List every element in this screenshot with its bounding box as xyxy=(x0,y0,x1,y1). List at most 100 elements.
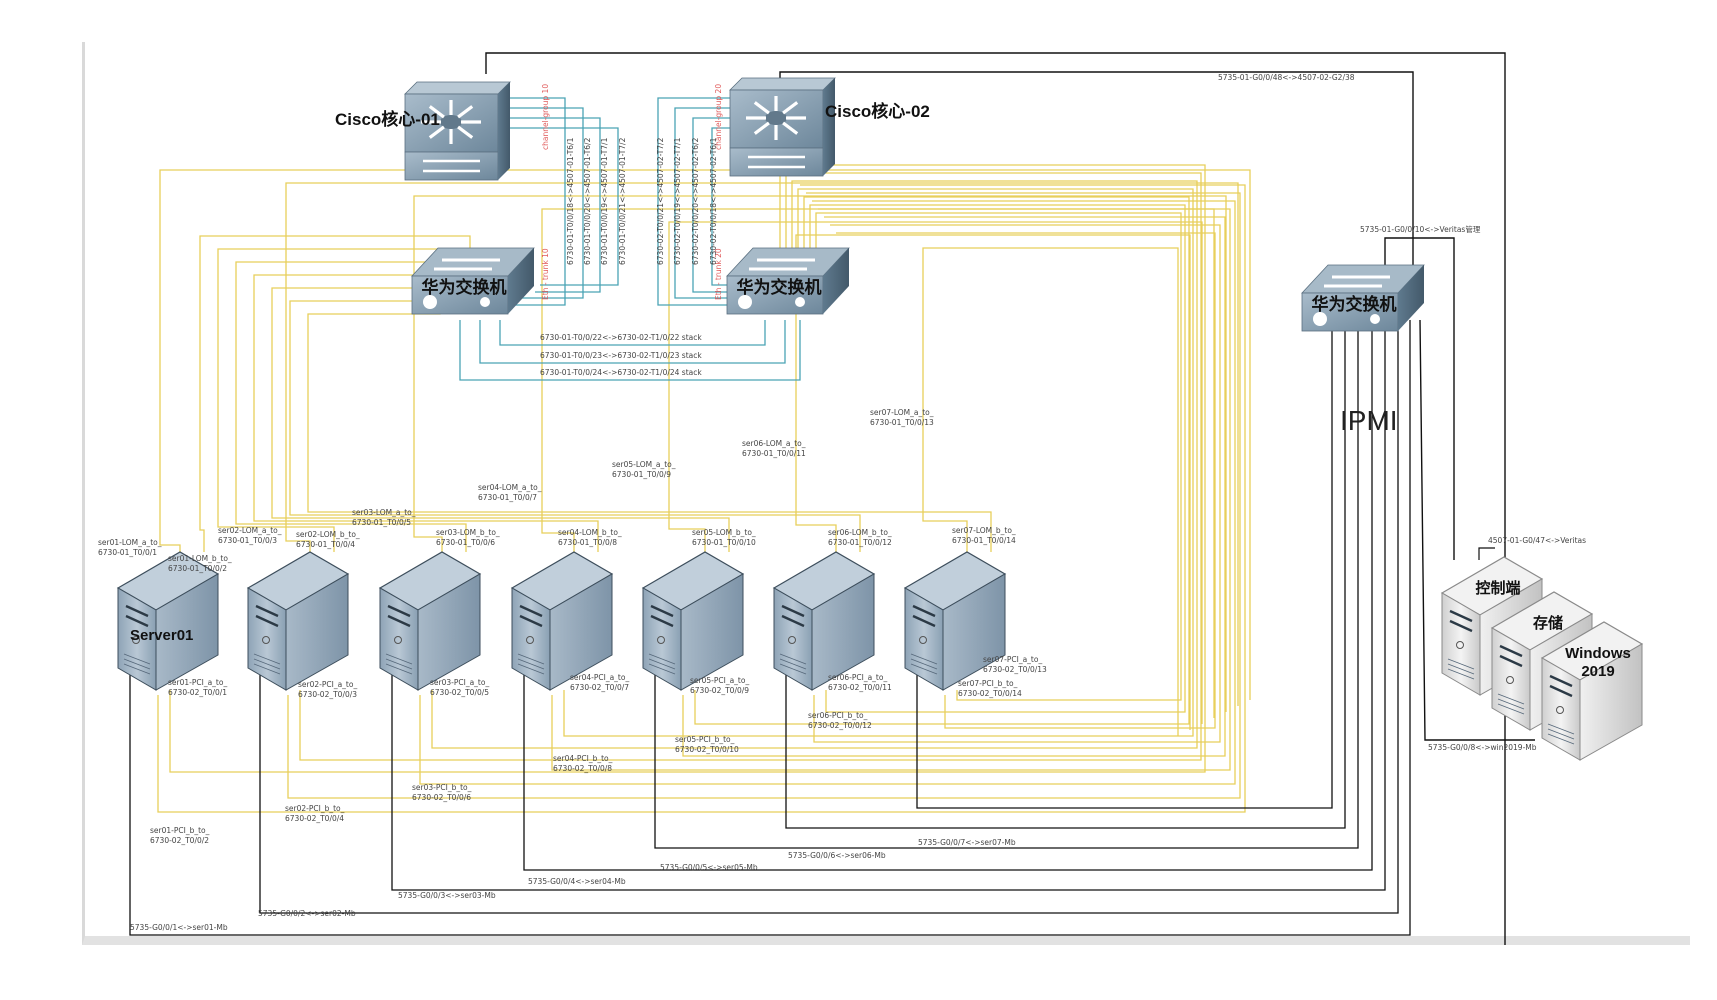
pci-a-link-7 xyxy=(815,212,1182,701)
server-1[interactable] xyxy=(116,551,220,691)
server-name: Server01 xyxy=(130,627,193,644)
lom-b-label-7-line2: 6730-01_T0/0/14 xyxy=(952,536,1016,545)
switch-label: 华为交换机 xyxy=(1312,294,1397,314)
lom-a-label-2-line1: ser02-LOM_a_to_ xyxy=(218,526,282,535)
right-server-label: 控制端 xyxy=(1475,579,1520,597)
ipmi-link-4 xyxy=(523,320,1373,871)
lom-b-link-4 xyxy=(253,274,599,552)
pci-a-label-2-line2: 6730-02_T0/0/3 xyxy=(298,690,357,699)
lom-a-link-2 xyxy=(285,182,1239,706)
pci-a-link-5 xyxy=(694,196,1190,725)
pci-a-label-1-line1: ser01-PCI_a_to_ xyxy=(168,678,227,687)
pci-b-label-6-line1: ser06-PCI_b_to_ xyxy=(808,711,868,720)
server-4[interactable] xyxy=(510,551,614,691)
cisco-core-01[interactable] xyxy=(404,81,511,181)
pci-a-label-7-line1: ser07-PCI_a_to_ xyxy=(983,655,1042,664)
lom-a-label-1-line2: 6730-01_T0/0/1 xyxy=(98,548,157,557)
lom-a-link-7 xyxy=(922,247,1179,736)
pci-a-link-3 xyxy=(431,180,1198,749)
pci-b-link-4 xyxy=(551,208,1231,771)
lom-b-label-1-line1: ser01-LOM_b_to_ xyxy=(168,554,232,563)
right-server-3[interactable] xyxy=(1540,621,1644,761)
lom-b-label-2-line1: ser02-LOM_b_to_ xyxy=(296,530,360,539)
eth-trunk-label-2: Eth - trunk 20 xyxy=(714,248,723,300)
right-server-label: 存储 xyxy=(1533,614,1563,632)
pci-a-label-3-line1: ser03-PCI_a_to_ xyxy=(430,678,489,687)
mb-link-label-3: 5735-G0/0/3<->ser03-Mb xyxy=(398,891,496,900)
lom-a-label-5-line1: ser05-LOM_a_to_ xyxy=(612,460,676,469)
pci-b-label-6-line2: 6730-02_T0/0/12 xyxy=(808,721,872,730)
uplink-label-veritas: 4507-01-G0/47<->Veritas xyxy=(1488,536,1586,545)
lom-b-label-6-line1: ser06-LOM_b_to_ xyxy=(828,528,892,537)
channel-group-label-1: channel-group 10 xyxy=(541,84,550,150)
pci-a-label-1-line2: 6730-02_T0/0/1 xyxy=(168,688,227,697)
lom-a-label-1-line1: ser01-LOM_a_to_ xyxy=(98,538,162,547)
ipmi-label: IPMI xyxy=(1340,405,1398,436)
lom-a-link-4 xyxy=(541,208,1215,718)
stack-link-label: 6730-01-T0/0/22<->6730-02-T1/0/22 stack xyxy=(540,333,702,342)
server-7[interactable] xyxy=(903,551,1007,691)
huawei-switch-2[interactable]: 华为交换机 xyxy=(726,247,850,315)
ipmi-link-7 xyxy=(916,320,1333,809)
arrow-icon xyxy=(457,105,474,119)
uplink-label-win2019: 5735-G0/0/8<->win2019-Mb xyxy=(1428,743,1537,752)
lom-a-label-7-line2: 6730-01_T0/0/13 xyxy=(870,418,934,427)
lom-b-label-6-line2: 6730-01_T0/0/12 xyxy=(828,538,892,547)
pci-b-link-1 xyxy=(157,184,1246,813)
pci-b-link-3 xyxy=(419,200,1236,785)
core1-link-4 xyxy=(500,127,619,286)
pci-a-label-5-line1: ser05-PCI_a_to_ xyxy=(690,676,749,685)
right-server-label: Windows xyxy=(1565,645,1631,662)
mb-link-label-7: 5735-G0/0/7<->ser07-Mb xyxy=(918,838,1016,847)
pci-b-label-5-line1: ser05-PCI_b_to_ xyxy=(675,735,735,744)
lom-b-label-5-line1: ser05-LOM_b_to_ xyxy=(692,528,756,537)
lom-a-label-3-line1: ser03-LOM_a_to_ xyxy=(352,508,416,517)
core1-link-3 xyxy=(500,117,601,293)
core-link-label: 6730-01-T0/0/20<->4507-01-T6/2 xyxy=(583,137,592,265)
pci-b-link-2 xyxy=(287,192,1241,799)
core-link-label: 6730-02-T0/0/21<->4507-02-T7/2 xyxy=(656,137,665,265)
pci-a-link-2 xyxy=(299,172,1202,761)
server-2[interactable] xyxy=(246,551,350,691)
ipmi-link-2 xyxy=(259,320,1399,914)
core2-link-2 xyxy=(674,107,745,299)
ipmi-link-3 xyxy=(391,320,1386,891)
lom-b-label-1-line2: 6730-01_T0/0/2 xyxy=(168,564,227,573)
arrow-icon xyxy=(428,125,445,139)
ipmi-link-5 xyxy=(654,320,1359,849)
arrow-icon xyxy=(782,121,799,135)
lom-a-label-4-line1: ser04-LOM_a_to_ xyxy=(478,483,542,492)
uplink-label-veritas-mgmt: 5735-01-G0/0/10<->Veritas管理 xyxy=(1360,224,1481,234)
lom-b-label-4-line1: ser04-LOM_b_to_ xyxy=(558,528,622,537)
lom-b-label-3-line1: ser03-LOM_b_to_ xyxy=(436,528,500,537)
pci-a-label-6-line2: 6730-02_T0/0/11 xyxy=(828,683,892,692)
lom-a-link-5 xyxy=(668,221,1203,724)
arrow-icon xyxy=(428,105,445,119)
stack-link-2 xyxy=(479,320,786,364)
server-3[interactable] xyxy=(378,551,482,691)
pci-a-link-6 xyxy=(809,204,1186,713)
cisco-core-02[interactable] xyxy=(729,77,836,177)
core-link-label: 6730-02-T0/0/19<->4507-02-T7/1 xyxy=(673,137,682,265)
veritas-mgmt-link xyxy=(1384,237,1455,560)
huawei-switch-ipmi[interactable]: 华为交换机 xyxy=(1301,264,1425,332)
lom-b-label-5-line2: 6730-01_T0/0/10 xyxy=(692,538,756,547)
pci-b-label-3-line1: ser03-PCI_b_to_ xyxy=(412,783,472,792)
pci-a-link-4 xyxy=(563,188,1194,737)
pci-b-link-7 xyxy=(836,232,1216,729)
pci-b-label-4-line2: 6730-02_T0/0/8 xyxy=(553,764,612,773)
mb-link-label-2: 5735-G0/0/2<->ser02-Mb xyxy=(258,909,356,918)
server-5[interactable] xyxy=(641,551,745,691)
core1-link-1 xyxy=(500,97,566,306)
ipmi-link-6 xyxy=(785,320,1346,829)
huawei-switch-1[interactable]: 华为交换机 xyxy=(411,247,535,315)
pci-b-label-2-line1: ser02-PCI_b_to_ xyxy=(285,804,345,813)
lom-b-label-4-line2: 6730-01_T0/0/8 xyxy=(558,538,617,547)
pci-a-label-6-line1: ser06-PCI_a_to_ xyxy=(828,673,887,682)
core2-link-3 xyxy=(692,117,745,293)
core-label-1: Cisco核心-01 xyxy=(335,109,440,129)
lom-a-link-3 xyxy=(413,195,1227,712)
server-6[interactable] xyxy=(772,551,876,691)
lom-b-link-1 xyxy=(199,235,471,552)
lom-a-label-6-line1: ser06-LOM_a_to_ xyxy=(742,439,806,448)
